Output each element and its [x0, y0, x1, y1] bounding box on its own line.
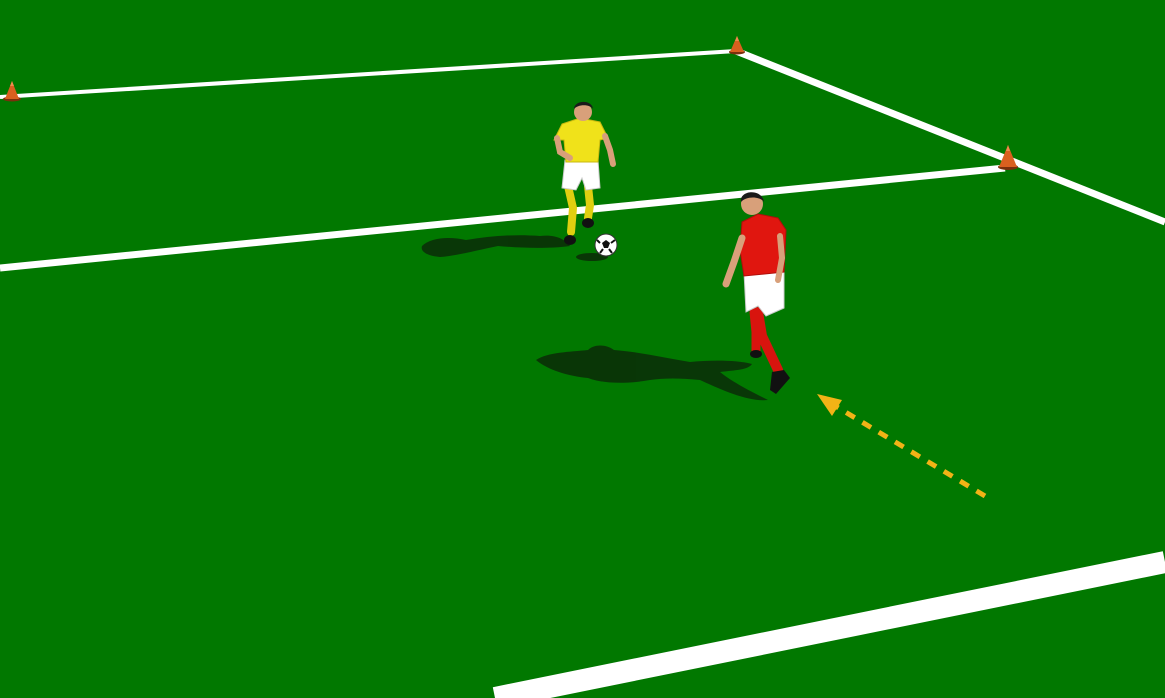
soccer-ball: [595, 234, 617, 256]
